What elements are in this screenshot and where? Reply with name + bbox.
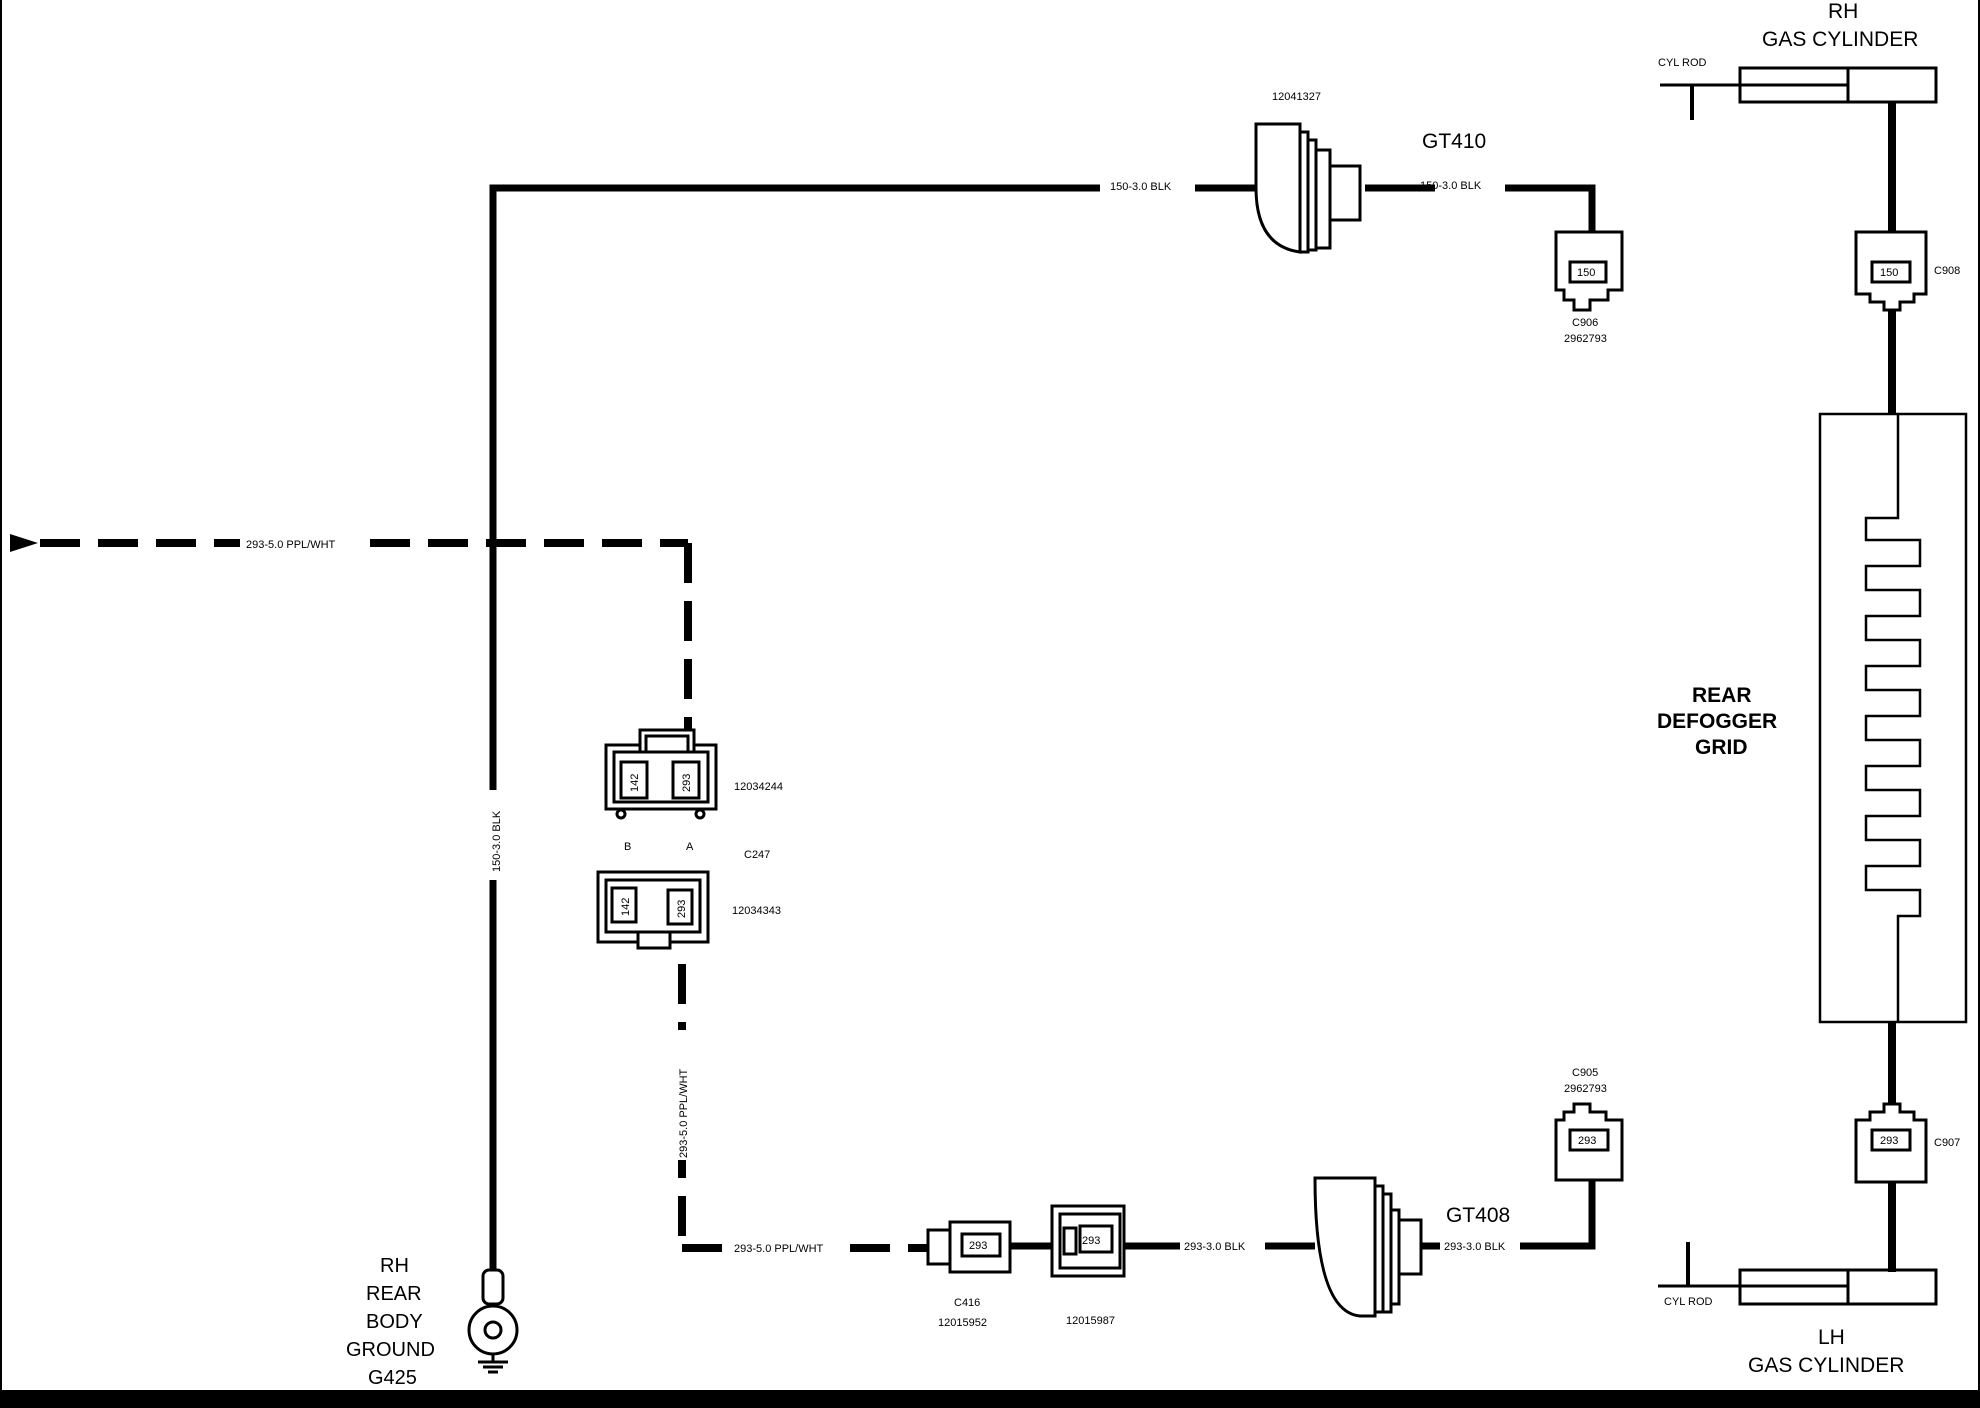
c906-pin: 150 [1577, 267, 1595, 279]
c905-part: 2962793 [1564, 1083, 1607, 1095]
ground-label-line3: BODY [366, 1311, 423, 1333]
c907-connector [1854, 1102, 1928, 1184]
c247-female-connector [604, 728, 718, 820]
feed-arrow [10, 534, 38, 552]
ground-label-line4: GROUND [346, 1339, 435, 1361]
gt410-part-number: 12041327 [1272, 91, 1321, 103]
grid-label-line2: DEFOGGER [1657, 710, 1777, 733]
c906-part: 2962793 [1564, 333, 1607, 345]
c907-id: C907 [1934, 1137, 1960, 1149]
gt408-grommet [1313, 1176, 1423, 1318]
c416-part-left: 12015952 [938, 1317, 987, 1329]
rh-gas-cylinder-line2: GAS CYLINDER [1762, 28, 1918, 51]
lh-cyl-rod-label: CYL ROD [1664, 1296, 1713, 1308]
lh-gas-cylinder-line2: GAS CYLINDER [1748, 1354, 1904, 1377]
wire-label-150-right: 150-3.0 BLK [1420, 180, 1482, 192]
c247-id: C247 [744, 849, 770, 861]
gt410-grommet [1254, 122, 1362, 254]
c906-connector [1554, 230, 1624, 312]
c416-right-connector [1050, 1204, 1126, 1278]
c247-pin-a-label: A [686, 841, 694, 853]
wire-label-293-gt408-left: 293-3.0 BLK [1184, 1241, 1246, 1253]
c247-female-pin-b: 142 [629, 774, 641, 792]
wire-label-293-vertical: 293-5.0 PPL/WHT [678, 1068, 690, 1158]
c247-male-pin-a: 293 [676, 900, 688, 918]
c908-pin: 150 [1880, 267, 1898, 279]
c247-pin-b-label: B [624, 841, 631, 853]
c247-male-connector [596, 870, 710, 950]
rh-gas-cylinder-line1: RH [1828, 0, 1858, 23]
c247-female-pin-a: 293 [681, 774, 693, 792]
wire-label-293-gt408-right: 293-3.0 BLK [1444, 1241, 1506, 1253]
gt408-label: GT408 [1446, 1204, 1510, 1227]
wire-label-293-top: 293-5.0 PPL/WHT [246, 539, 336, 551]
c247-male-part: 12034343 [732, 905, 781, 917]
c247-male-pin-b: 142 [620, 898, 632, 916]
gt410-label: GT410 [1422, 130, 1486, 153]
rear-defogger-grid [1818, 412, 1968, 1024]
c908-connector [1854, 230, 1928, 312]
c416-id: C416 [954, 1297, 980, 1309]
rh-cyl-rod-label: CYL ROD [1658, 57, 1707, 69]
ground-circuit-150 [489, 184, 1596, 1270]
c905-pin: 293 [1578, 1135, 1596, 1147]
c906-id: C906 [1572, 317, 1598, 329]
c416-left-connector [926, 1220, 1012, 1274]
ground-label-line5: G425 [368, 1367, 417, 1389]
grid-label-line3: GRID [1695, 736, 1748, 759]
c416-left-pin: 293 [969, 1240, 987, 1252]
c247-female-part: 12034244 [734, 781, 783, 793]
wire-label-150-vertical: 150-3.0 BLK [491, 810, 503, 872]
c416-part-right: 12015987 [1066, 1315, 1115, 1327]
ground-label-line1: RH [380, 1255, 409, 1277]
rh-gas-cylinder [1660, 66, 1938, 120]
ground-terminal-g425 [467, 1268, 519, 1374]
lh-gas-cylinder-line1: LH [1818, 1326, 1845, 1349]
bottom-border [0, 1390, 1980, 1408]
c905-connector [1554, 1102, 1624, 1182]
c907-pin: 293 [1880, 1135, 1898, 1147]
c416-right-pin: 293 [1082, 1235, 1100, 1247]
lh-gas-cylinder [1658, 1242, 1938, 1306]
grid-label-line1: REAR [1692, 684, 1752, 707]
wire-label-293-bottom: 293-5.0 PPL/WHT [734, 1243, 824, 1255]
wire-label-150-top: 150-3.0 BLK [1110, 181, 1172, 193]
c905-id: C905 [1572, 1067, 1598, 1079]
c908-id: C908 [1934, 265, 1960, 277]
ground-label-line2: REAR [366, 1283, 422, 1305]
